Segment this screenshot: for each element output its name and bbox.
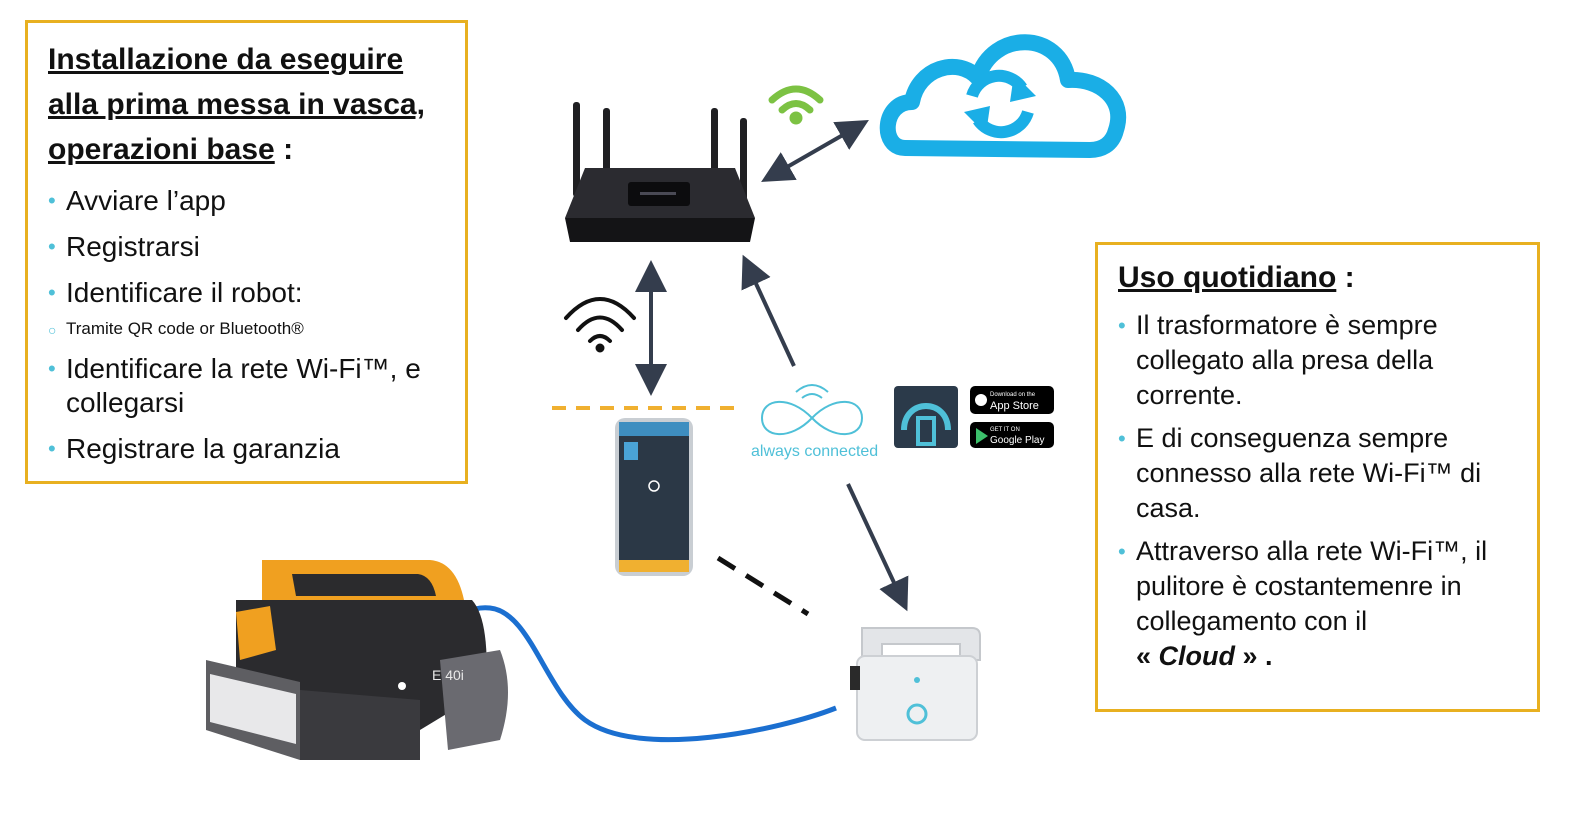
setup-subitem-text: Tramite QR code or Bluetooth® bbox=[66, 319, 304, 338]
setup-item: • Identificare la rete Wi-Fi™, e collegar… bbox=[48, 352, 447, 420]
setup-item-text: Registrare la garanzia bbox=[66, 433, 340, 464]
cloud-quote-open: « bbox=[1136, 641, 1159, 671]
app-router-arrow bbox=[741, 254, 796, 367]
bullet-icon: • bbox=[48, 356, 56, 381]
bullet-icon: • bbox=[48, 280, 56, 305]
daily-box: Uso quotidiano : • Il trasformatore è sem… bbox=[1095, 242, 1540, 712]
setup-item-text: Identificare la rete Wi-Fi™, e collegars… bbox=[66, 353, 421, 418]
cloud-supply-arrow bbox=[846, 483, 909, 612]
setup-item-text: Registrarsi bbox=[66, 231, 200, 262]
setup-item-text: Avviare l’app bbox=[66, 185, 226, 216]
bullet-icon: • bbox=[1118, 313, 1126, 338]
daily-item-text: E di conseguenza sempre connesso alla re… bbox=[1136, 423, 1482, 523]
bullet-icon: • bbox=[48, 234, 56, 259]
cable bbox=[449, 605, 837, 743]
setup-item: • Identificare il robot: bbox=[48, 276, 447, 310]
wifi-green-icon bbox=[768, 85, 824, 125]
router-icon bbox=[565, 102, 755, 242]
bullet-icon: • bbox=[1118, 426, 1126, 451]
cloud-quote-close: » . bbox=[1235, 641, 1273, 671]
app-store-badge[interactable]: Download on the App Store bbox=[970, 386, 1054, 414]
always-connected-label: always connected bbox=[751, 443, 878, 460]
bullet-icon: • bbox=[1118, 539, 1126, 564]
setup-title-suffix: : bbox=[274, 133, 294, 166]
google-play-badge[interactable]: GET IT ON Google Play bbox=[970, 422, 1054, 448]
play-icon bbox=[976, 428, 988, 444]
setup-item: • Registrare la garanzia bbox=[48, 432, 447, 466]
google-play-label: Google Play bbox=[990, 435, 1044, 446]
router-cloud-arrow bbox=[761, 120, 869, 182]
setup-title: Installazione da eseguire alla prima mes… bbox=[48, 37, 447, 172]
daily-title: Uso quotidiano : bbox=[1118, 255, 1523, 300]
setup-box: Installazione da eseguire alla prima mes… bbox=[25, 20, 468, 484]
robot-model-label: E 40i bbox=[432, 667, 464, 683]
daily-item: • Attraverso alla rete Wi-Fi™, il pulitor… bbox=[1118, 534, 1523, 674]
phone-bluetooth-link bbox=[716, 555, 810, 617]
always-connected-logo: always connected bbox=[751, 384, 878, 460]
setup-subitem: ○ Tramite QR code or Bluetooth® bbox=[48, 318, 447, 340]
setup-item: • Registrarsi bbox=[48, 230, 447, 264]
app-store-small: Download on the bbox=[990, 392, 1036, 398]
setup-title-text: Installazione da eseguire alla prima mes… bbox=[48, 43, 425, 166]
app-store-label: App Store bbox=[990, 400, 1039, 412]
pool-robot-icon: E 40i bbox=[206, 560, 508, 760]
daily-item: • Il trasformatore è sempre collegato all… bbox=[1118, 308, 1523, 413]
apple-icon bbox=[975, 394, 987, 406]
circle-bullet-icon: ○ bbox=[48, 322, 57, 338]
cloud-sync-icon bbox=[879, 34, 1126, 158]
daily-item-text: Il trasformatore è sempre collegato alla… bbox=[1136, 310, 1438, 410]
daily-title-suffix: : bbox=[1336, 261, 1355, 294]
google-play-small: GET IT ON bbox=[990, 427, 1020, 433]
setup-item-text: Identificare il robot: bbox=[66, 277, 303, 308]
bullet-icon: • bbox=[48, 436, 56, 461]
wifi-icon bbox=[564, 297, 636, 353]
cloud-text: « Cloud » . bbox=[1136, 641, 1273, 671]
power-supply-icon bbox=[850, 627, 981, 741]
bullet-icon: • bbox=[48, 188, 56, 213]
setup-list: • Avviare l’app • Registrarsi • Identificar… bbox=[48, 184, 447, 466]
cloud-word: Cloud bbox=[1158, 641, 1236, 671]
daily-item: • E di conseguenza sempre connesso alla r… bbox=[1118, 421, 1523, 526]
app-icon bbox=[894, 386, 958, 448]
smartphone-icon bbox=[615, 418, 693, 576]
daily-list: • Il trasformatore è sempre collegato all… bbox=[1118, 308, 1523, 674]
daily-item-text: Attraverso alla rete Wi-Fi™, il pulitore… bbox=[1136, 536, 1488, 636]
daily-title-text: Uso quotidiano bbox=[1118, 261, 1337, 294]
setup-item: • Avviare l’app bbox=[48, 184, 447, 218]
